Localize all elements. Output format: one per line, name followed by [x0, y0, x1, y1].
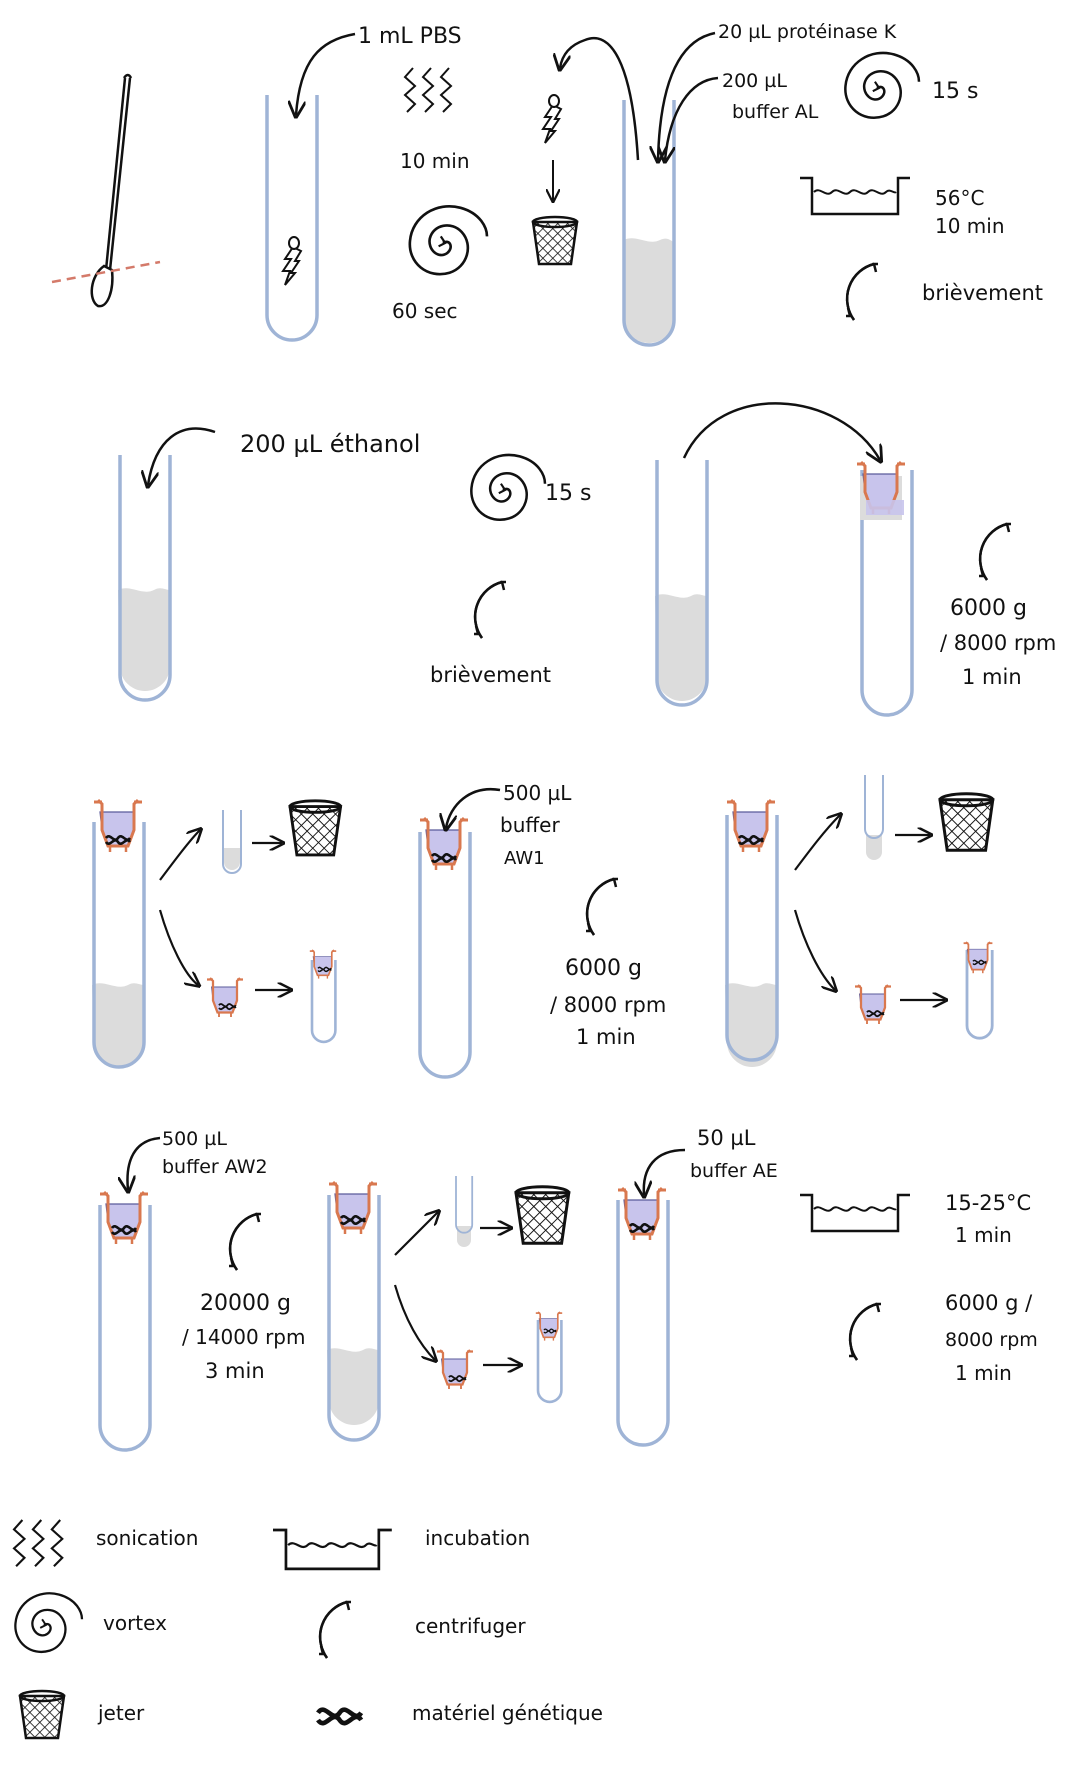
- legend-vortex: vortex: [14, 1592, 167, 1654]
- step-transfer-tube: [655, 402, 880, 707]
- legend-jeter-label: jeter: [97, 1701, 145, 1725]
- step-remove-swab: [531, 37, 640, 266]
- step-ethanol-tube: 200 µL éthanol: [118, 427, 420, 702]
- legend-materiel: matériel génétique: [318, 1701, 603, 1725]
- r4c-speed2: 8000 rpm: [945, 1329, 1038, 1351]
- r3-speed2: / 8000 rpm: [550, 993, 666, 1017]
- centri1-label: brièvement: [922, 281, 1043, 305]
- step-vortex-15b: 15 s: [470, 453, 591, 522]
- ae-name: buffer AE: [690, 1160, 778, 1182]
- step-split-3: [327, 1175, 571, 1442]
- r3-speed1: 6000 g: [565, 956, 642, 981]
- legend-sonication-label: sonication: [96, 1526, 198, 1550]
- vortex2-time: 15 s: [932, 79, 978, 104]
- legend-centrifuger: centrifuger: [317, 1600, 526, 1660]
- step-centri-20000: 20000 g / 14000 rpm 3 min: [182, 1212, 305, 1383]
- step-vortex-60: 60 sec: [392, 204, 489, 323]
- r2-speed2: / 8000 rpm: [940, 631, 1056, 655]
- step-protk-tube: 20 µL protéinase K 200 µL buffer AL: [622, 21, 897, 347]
- protk-label: 20 µL protéinase K: [718, 21, 897, 43]
- legend-vortex-label: vortex: [103, 1611, 167, 1635]
- aw1-vol: 500 µL: [503, 781, 572, 805]
- step-incubation-rt: 15-25°C 1 min: [798, 1191, 1031, 1247]
- legend-sonication: sonication: [12, 1518, 198, 1568]
- legend: sonication incubation vortex centrifuger…: [12, 1518, 603, 1740]
- r4-speed1: 20000 g: [200, 1291, 291, 1316]
- step-aw2: 500 µL buffer AW2: [98, 1128, 268, 1452]
- legend-materiel-label: matériel génétique: [412, 1701, 603, 1725]
- sonication-time: 10 min: [400, 149, 470, 173]
- ethanol-label: 200 µL éthanol: [240, 430, 420, 458]
- vortex-time: 60 sec: [392, 299, 458, 323]
- aw2-name: buffer AW2: [162, 1156, 268, 1178]
- step-split-2: [725, 774, 995, 1067]
- vortex3-time: 15 s: [545, 481, 591, 506]
- r3-time: 1 min: [576, 1025, 636, 1049]
- bufferAL-name: buffer AL: [732, 101, 819, 123]
- r2-speed1: 6000 g: [950, 596, 1027, 621]
- r4c-time: 1 min: [955, 1361, 1012, 1385]
- bufferAL-vol: 200 µL: [722, 70, 787, 92]
- pbs-label: 1 mL PBS: [358, 24, 462, 49]
- aw1-buffer: buffer: [500, 813, 560, 837]
- ae-vol: 50 µL: [697, 1126, 756, 1150]
- step-centri-brief-2: brièvement: [430, 580, 551, 687]
- r4c-speed1: 6000 g /: [945, 1291, 1033, 1315]
- aw1-name: AW1: [504, 848, 545, 869]
- r2-time: 1 min: [962, 665, 1022, 689]
- incub-temp: 56°C: [935, 186, 984, 210]
- step-centri-6000-2: 6000 g / 8000 rpm 1 min: [550, 877, 666, 1049]
- legend-incubation-label: incubation: [425, 1526, 530, 1550]
- step-ae: 50 µL buffer AE: [616, 1126, 778, 1447]
- aw2-vol: 500 µL: [162, 1128, 227, 1150]
- r4-speed2: / 14000 rpm: [182, 1325, 305, 1349]
- r4-incub-time: 1 min: [955, 1223, 1012, 1247]
- step-sonication: 10 min: [400, 67, 470, 173]
- legend-jeter: jeter: [18, 1689, 145, 1740]
- step-column-tube-1: [855, 460, 914, 717]
- step-incubation-56: 56°C 10 min: [798, 176, 1005, 238]
- step-pbs-tube: 1 mL PBS: [265, 24, 462, 342]
- step-aw1: 500 µL buffer AW1: [418, 781, 572, 1079]
- r4-time: 3 min: [205, 1359, 265, 1383]
- step-centri-6000-1: 6000 g / 8000 rpm 1 min: [940, 522, 1056, 689]
- incub-time: 10 min: [935, 214, 1005, 238]
- step-centri-6000-3: 6000 g / 8000 rpm 1 min: [847, 1291, 1038, 1385]
- centri2-label: brièvement: [430, 663, 551, 687]
- r4-incub-temp: 15-25°C: [945, 1191, 1031, 1215]
- step-centri-brief-1: brièvement: [844, 262, 1043, 322]
- legend-incubation: incubation: [271, 1526, 530, 1571]
- legend-centrifuger-label: centrifuger: [415, 1614, 526, 1638]
- step-swab: [51, 73, 161, 308]
- step-vortex-15: 15 s: [844, 51, 978, 120]
- step-split-1: [92, 798, 343, 1069]
